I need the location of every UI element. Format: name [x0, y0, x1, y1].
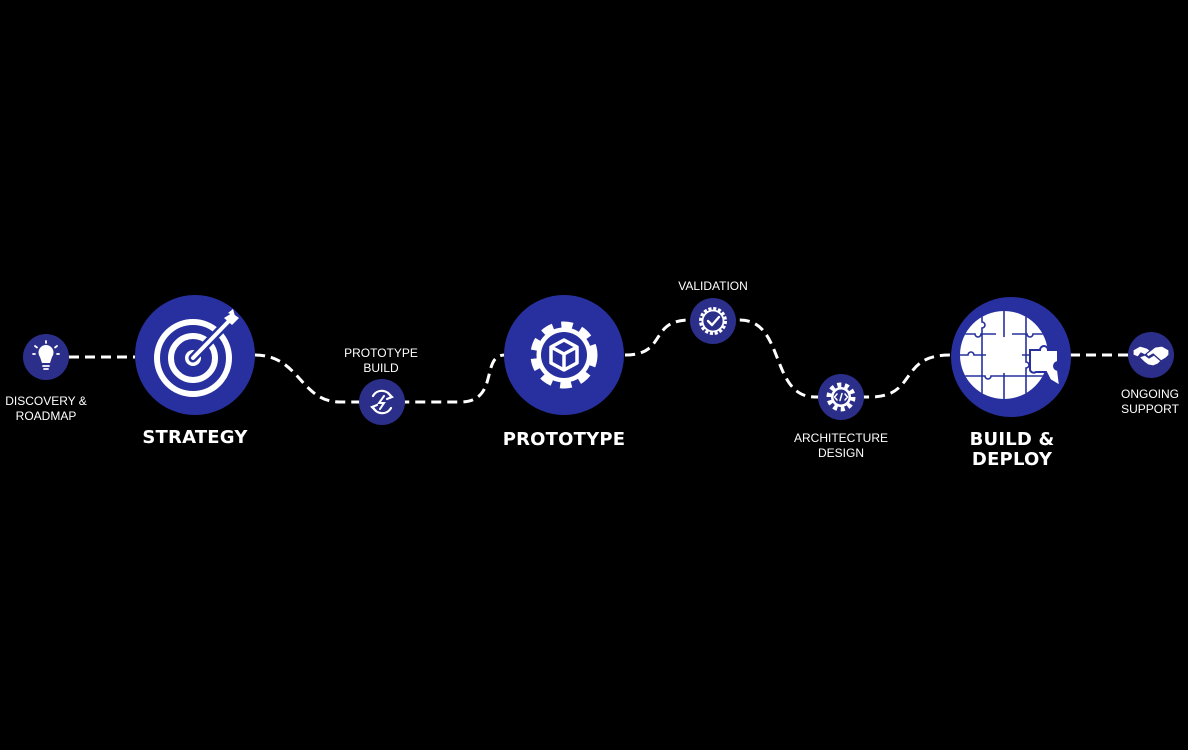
prototype-node[interactable]	[504, 295, 624, 415]
dashed-connector-path	[69, 318, 1130, 404]
code-gear-icon	[826, 382, 856, 412]
build-deploy-label: BUILD & DEPLOY	[969, 429, 1055, 470]
refresh-lightning-icon	[370, 389, 394, 415]
build-deploy-node[interactable]	[951, 297, 1071, 417]
architecture-design-label: ARCHITECTURE DESIGN	[793, 431, 889, 460]
discovery-label: DISCOVERY & ROADMAP	[5, 394, 87, 423]
discovery-node[interactable]	[23, 334, 69, 380]
badge-check-icon	[699, 307, 727, 335]
handshake-icon	[1132, 345, 1170, 367]
validation-node[interactable]	[690, 298, 736, 344]
ongoing-support-label: ONGOING SUPPORT	[1120, 387, 1180, 416]
ongoing-support-node[interactable]	[1128, 332, 1174, 378]
lightbulb-icon	[32, 340, 60, 370]
validation-label: VALIDATION	[678, 279, 748, 293]
architecture-design-node[interactable]	[818, 374, 864, 420]
prototype-build-node[interactable]	[359, 379, 405, 425]
target-arrow-icon	[154, 309, 239, 397]
puzzle-globe-icon	[960, 311, 1062, 399]
strategy-label: STRATEGY	[142, 427, 248, 448]
prototype-label: PROTOTYPE	[502, 429, 626, 450]
gear-cube-icon	[530, 321, 598, 389]
strategy-node[interactable]	[135, 295, 255, 415]
prototype-build-label: PROTOTYPE BUILD	[344, 346, 418, 375]
